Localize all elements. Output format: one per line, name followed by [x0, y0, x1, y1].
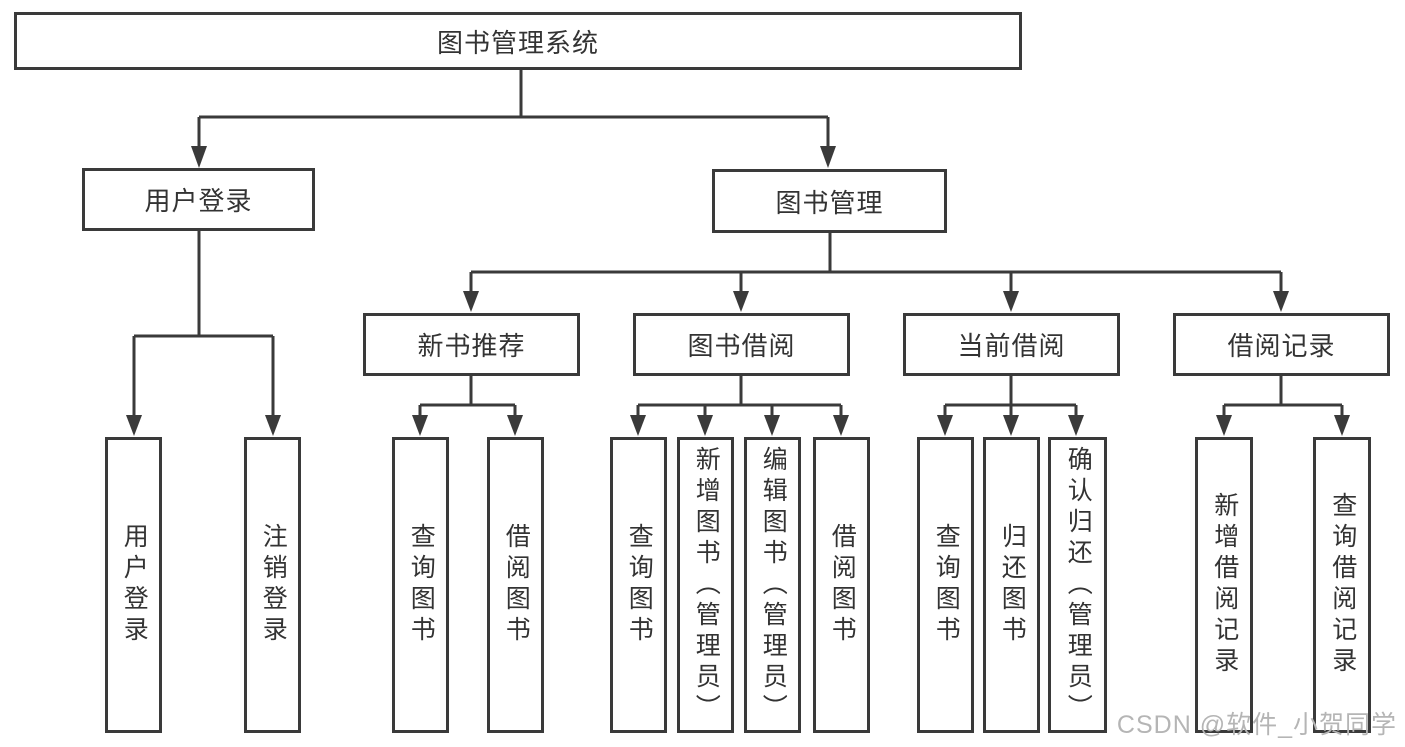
arrow-down-icon	[1003, 415, 1019, 436]
node-label: 借阅图书	[828, 523, 857, 647]
leaf-confirm-return-admin: 确认归还（管理员）	[1048, 437, 1107, 733]
leaf-user-login: 用户登录	[105, 437, 162, 733]
node-label: 注销登录	[259, 523, 288, 647]
node-label: 新增图书（管理员）	[692, 445, 721, 725]
node-label: 查询借阅记录	[1328, 492, 1357, 678]
node-label: 查询图书	[932, 523, 961, 647]
connector-newbooks-to-children	[418, 376, 517, 419]
node-label: 查询图书	[625, 523, 654, 647]
arrow-down-icon	[697, 415, 713, 436]
node-book-borrowing: 图书借阅	[633, 313, 850, 376]
node-label: 确认归还（管理员）	[1064, 445, 1093, 725]
arrow-down-icon	[1216, 415, 1232, 436]
leaf-return-books: 归还图书	[983, 437, 1040, 733]
arrow-down-icon	[265, 415, 281, 436]
arrow-down-icon	[191, 146, 207, 168]
leaf-add-books-admin: 新增图书（管理员）	[677, 437, 734, 733]
node-label: 新增借阅记录	[1210, 492, 1239, 678]
leaf-query-books-2: 查询图书	[610, 437, 667, 733]
leaf-query-borrow-record: 查询借阅记录	[1313, 437, 1371, 733]
connector-borrowing-to-children	[636, 376, 843, 419]
node-root-library-system: 图书管理系统	[14, 12, 1022, 70]
arrow-down-icon	[764, 415, 780, 436]
node-book-management-branch: 图书管理	[712, 169, 947, 233]
connector-userlogin-to-children	[132, 231, 275, 419]
node-label: 用户登录	[120, 523, 149, 647]
leaf-borrow-books-1: 借阅图书	[487, 437, 544, 733]
node-new-book-recommend: 新书推荐	[363, 313, 580, 376]
leaf-add-borrow-record: 新增借阅记录	[1195, 437, 1253, 733]
arrow-down-icon	[1068, 415, 1084, 436]
leaf-logout: 注销登录	[244, 437, 301, 733]
node-label: 借阅记录	[1227, 331, 1336, 361]
arrow-down-icon	[1273, 291, 1289, 312]
node-label: 图书借阅	[687, 331, 796, 361]
arrow-down-icon	[412, 415, 428, 436]
arrow-down-icon	[507, 415, 523, 436]
node-label: 借阅图书	[502, 523, 531, 647]
leaf-query-books-1: 查询图书	[392, 437, 449, 733]
leaf-edit-books-admin: 编辑图书（管理员）	[744, 437, 801, 733]
node-label: 新书推荐	[417, 331, 526, 361]
arrow-down-icon	[126, 415, 142, 436]
leaf-query-books-3: 查询图书	[917, 437, 974, 733]
arrow-down-icon	[820, 146, 836, 168]
node-label: 查询图书	[407, 523, 436, 647]
arrow-down-icon	[630, 415, 646, 436]
arrow-down-icon	[833, 415, 849, 436]
connector-root-to-level2	[197, 70, 830, 150]
arrow-down-icon	[733, 291, 749, 312]
node-label: 当前借阅	[957, 331, 1066, 361]
node-label: 图书管理系统	[436, 27, 599, 58]
arrow-down-icon	[937, 415, 953, 436]
csdn-watermark: CSDN @软件_小贺同学	[1116, 711, 1397, 739]
node-borrow-records: 借阅记录	[1173, 313, 1390, 376]
node-label: 编辑图书（管理员）	[759, 445, 788, 725]
arrow-down-icon	[463, 291, 479, 312]
leaf-borrow-books-2: 借阅图书	[813, 437, 870, 733]
connector-bookmgmt-to-level3	[469, 233, 1283, 295]
node-label: 用户登录	[144, 186, 253, 216]
connector-records-to-children	[1222, 376, 1344, 419]
node-label: 图书管理	[775, 187, 884, 218]
node-current-borrowing: 当前借阅	[903, 313, 1120, 376]
connector-current-to-children	[943, 376, 1078, 419]
arrow-down-icon	[1003, 291, 1019, 312]
arrowheads	[126, 146, 1350, 436]
node-user-login-branch: 用户登录	[82, 168, 315, 231]
node-label: 归还图书	[998, 523, 1027, 647]
arrow-down-icon	[1334, 415, 1350, 436]
